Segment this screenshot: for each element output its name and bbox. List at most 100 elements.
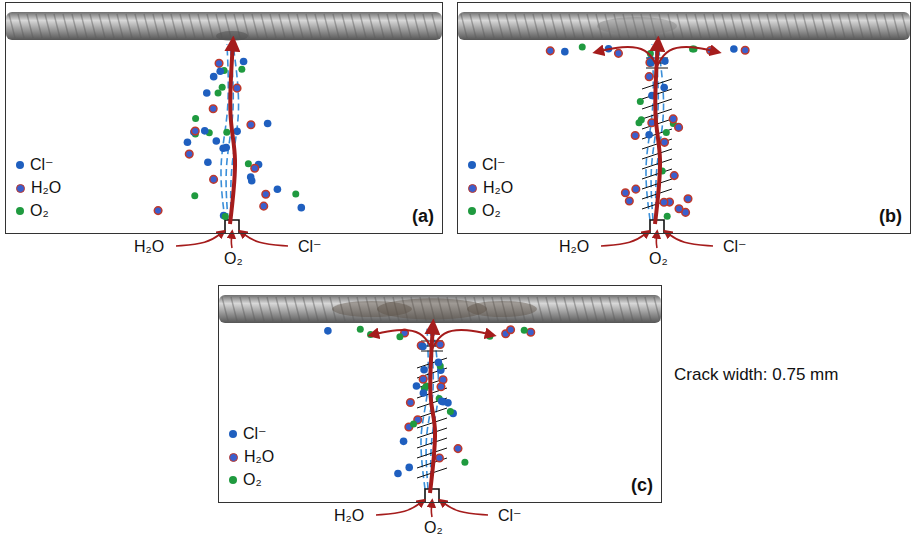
spread-arrow: [372, 330, 432, 349]
legend-text: Cl⁻: [243, 425, 267, 443]
legend-text: H₂O: [244, 448, 274, 466]
ion-dot: [626, 197, 634, 205]
legend-item: O₂: [465, 202, 504, 220]
species-label: O₂: [422, 519, 445, 536]
ion-dot: [454, 445, 462, 453]
penetration-arrow: [230, 42, 235, 224]
legend-item: O₂: [226, 471, 265, 489]
panel-letter: (b): [879, 206, 902, 227]
ion-dot: [210, 176, 218, 184]
legend-item: Cl⁻: [465, 156, 509, 174]
rebar: [458, 12, 910, 40]
ion-dot: [247, 121, 255, 129]
ion-dot: [663, 129, 670, 136]
ion-dot: [251, 164, 259, 172]
ion-dot: [215, 60, 223, 68]
legend-text: Cl⁻: [30, 156, 54, 174]
ion-dot: [436, 454, 444, 462]
ion-dot: [274, 185, 282, 193]
ion-dot: [413, 382, 421, 390]
inflow-arrow: [241, 232, 288, 246]
inflow-arrow: [176, 232, 223, 246]
panel-art: [6, 12, 442, 248]
legend-text: O₂: [482, 202, 501, 220]
ion-dot: [419, 375, 427, 383]
ion-dot: [201, 127, 209, 135]
ion-dot: [741, 46, 749, 54]
species-label: Cl⁻: [721, 238, 749, 255]
ion-dot: [637, 98, 644, 105]
panel-letter: (a): [412, 206, 434, 227]
ion-dot: [730, 45, 738, 53]
ion-dot: [185, 150, 193, 158]
ion-dot: [435, 359, 443, 367]
ion-dot: [233, 128, 241, 136]
species-label: O₂: [647, 250, 670, 267]
legend-swatch: [229, 453, 238, 462]
ion-dot: [222, 144, 230, 152]
ion-dot: [527, 329, 535, 337]
legend-text: H₂O: [483, 179, 513, 197]
ion-dot: [419, 343, 427, 351]
panel-frame: (c): [218, 285, 662, 503]
species-label: O₂: [222, 250, 245, 267]
ion-dot: [660, 199, 668, 207]
ion-dot: [437, 383, 445, 391]
spread-arrow: [432, 330, 492, 349]
ion-dot: [645, 131, 653, 139]
legend-swatch: [16, 184, 25, 193]
rebar: [6, 12, 442, 40]
panel-frame: (a): [5, 2, 443, 234]
ion-dot: [615, 50, 623, 58]
legend-text: O₂: [30, 202, 49, 220]
ion-dot: [561, 48, 569, 56]
species-label: H₂O: [132, 238, 166, 255]
legend-swatch: [16, 207, 24, 215]
legend-text: Cl⁻: [482, 156, 506, 174]
ion-dot: [233, 84, 241, 92]
species-label: Cl⁻: [496, 507, 524, 524]
ion-dot: [645, 73, 653, 81]
species-label: H₂O: [557, 238, 591, 255]
ion-dot: [438, 397, 446, 405]
ion-dot: [669, 115, 677, 123]
ion-dot: [521, 327, 528, 334]
ion-dot: [394, 470, 402, 478]
ion-dot: [546, 47, 554, 55]
ion-dot: [212, 137, 220, 145]
ion-dot: [660, 84, 668, 92]
inflow-arrow: [666, 232, 713, 246]
legend-item: Cl⁻: [226, 425, 270, 443]
ion-dot: [622, 189, 630, 197]
ion-dot: [507, 326, 515, 334]
panel-art: [219, 295, 661, 517]
legend-swatch: [468, 207, 476, 215]
panel-letter: (c): [631, 475, 653, 496]
crack-line: [646, 44, 653, 220]
ion-dot: [357, 326, 364, 333]
ion-dot: [260, 202, 268, 210]
legend-item: H₂O: [226, 448, 277, 466]
ion-dot: [216, 67, 224, 75]
ion-dot: [635, 119, 642, 126]
ion-dot: [292, 190, 299, 197]
ion-dot: [210, 73, 218, 81]
ion-dot: [203, 89, 211, 97]
ion-dot: [209, 105, 217, 113]
panel-art: [458, 12, 910, 248]
ion-dot: [675, 205, 683, 213]
legend-text: O₂: [243, 471, 262, 489]
ion-dot: [405, 464, 413, 472]
ion-dot: [191, 127, 199, 135]
ion-dot: [223, 129, 230, 136]
ion-dot: [219, 84, 226, 91]
ion-dot: [222, 213, 229, 220]
ion-dot: [670, 172, 678, 180]
legend-swatch: [16, 161, 24, 169]
ion-dot: [297, 204, 305, 212]
ion-dot: [410, 420, 417, 427]
ion-dot: [461, 459, 468, 466]
ion-dot: [407, 399, 415, 407]
legend-swatch: [229, 476, 237, 484]
ion-dot: [420, 366, 428, 374]
